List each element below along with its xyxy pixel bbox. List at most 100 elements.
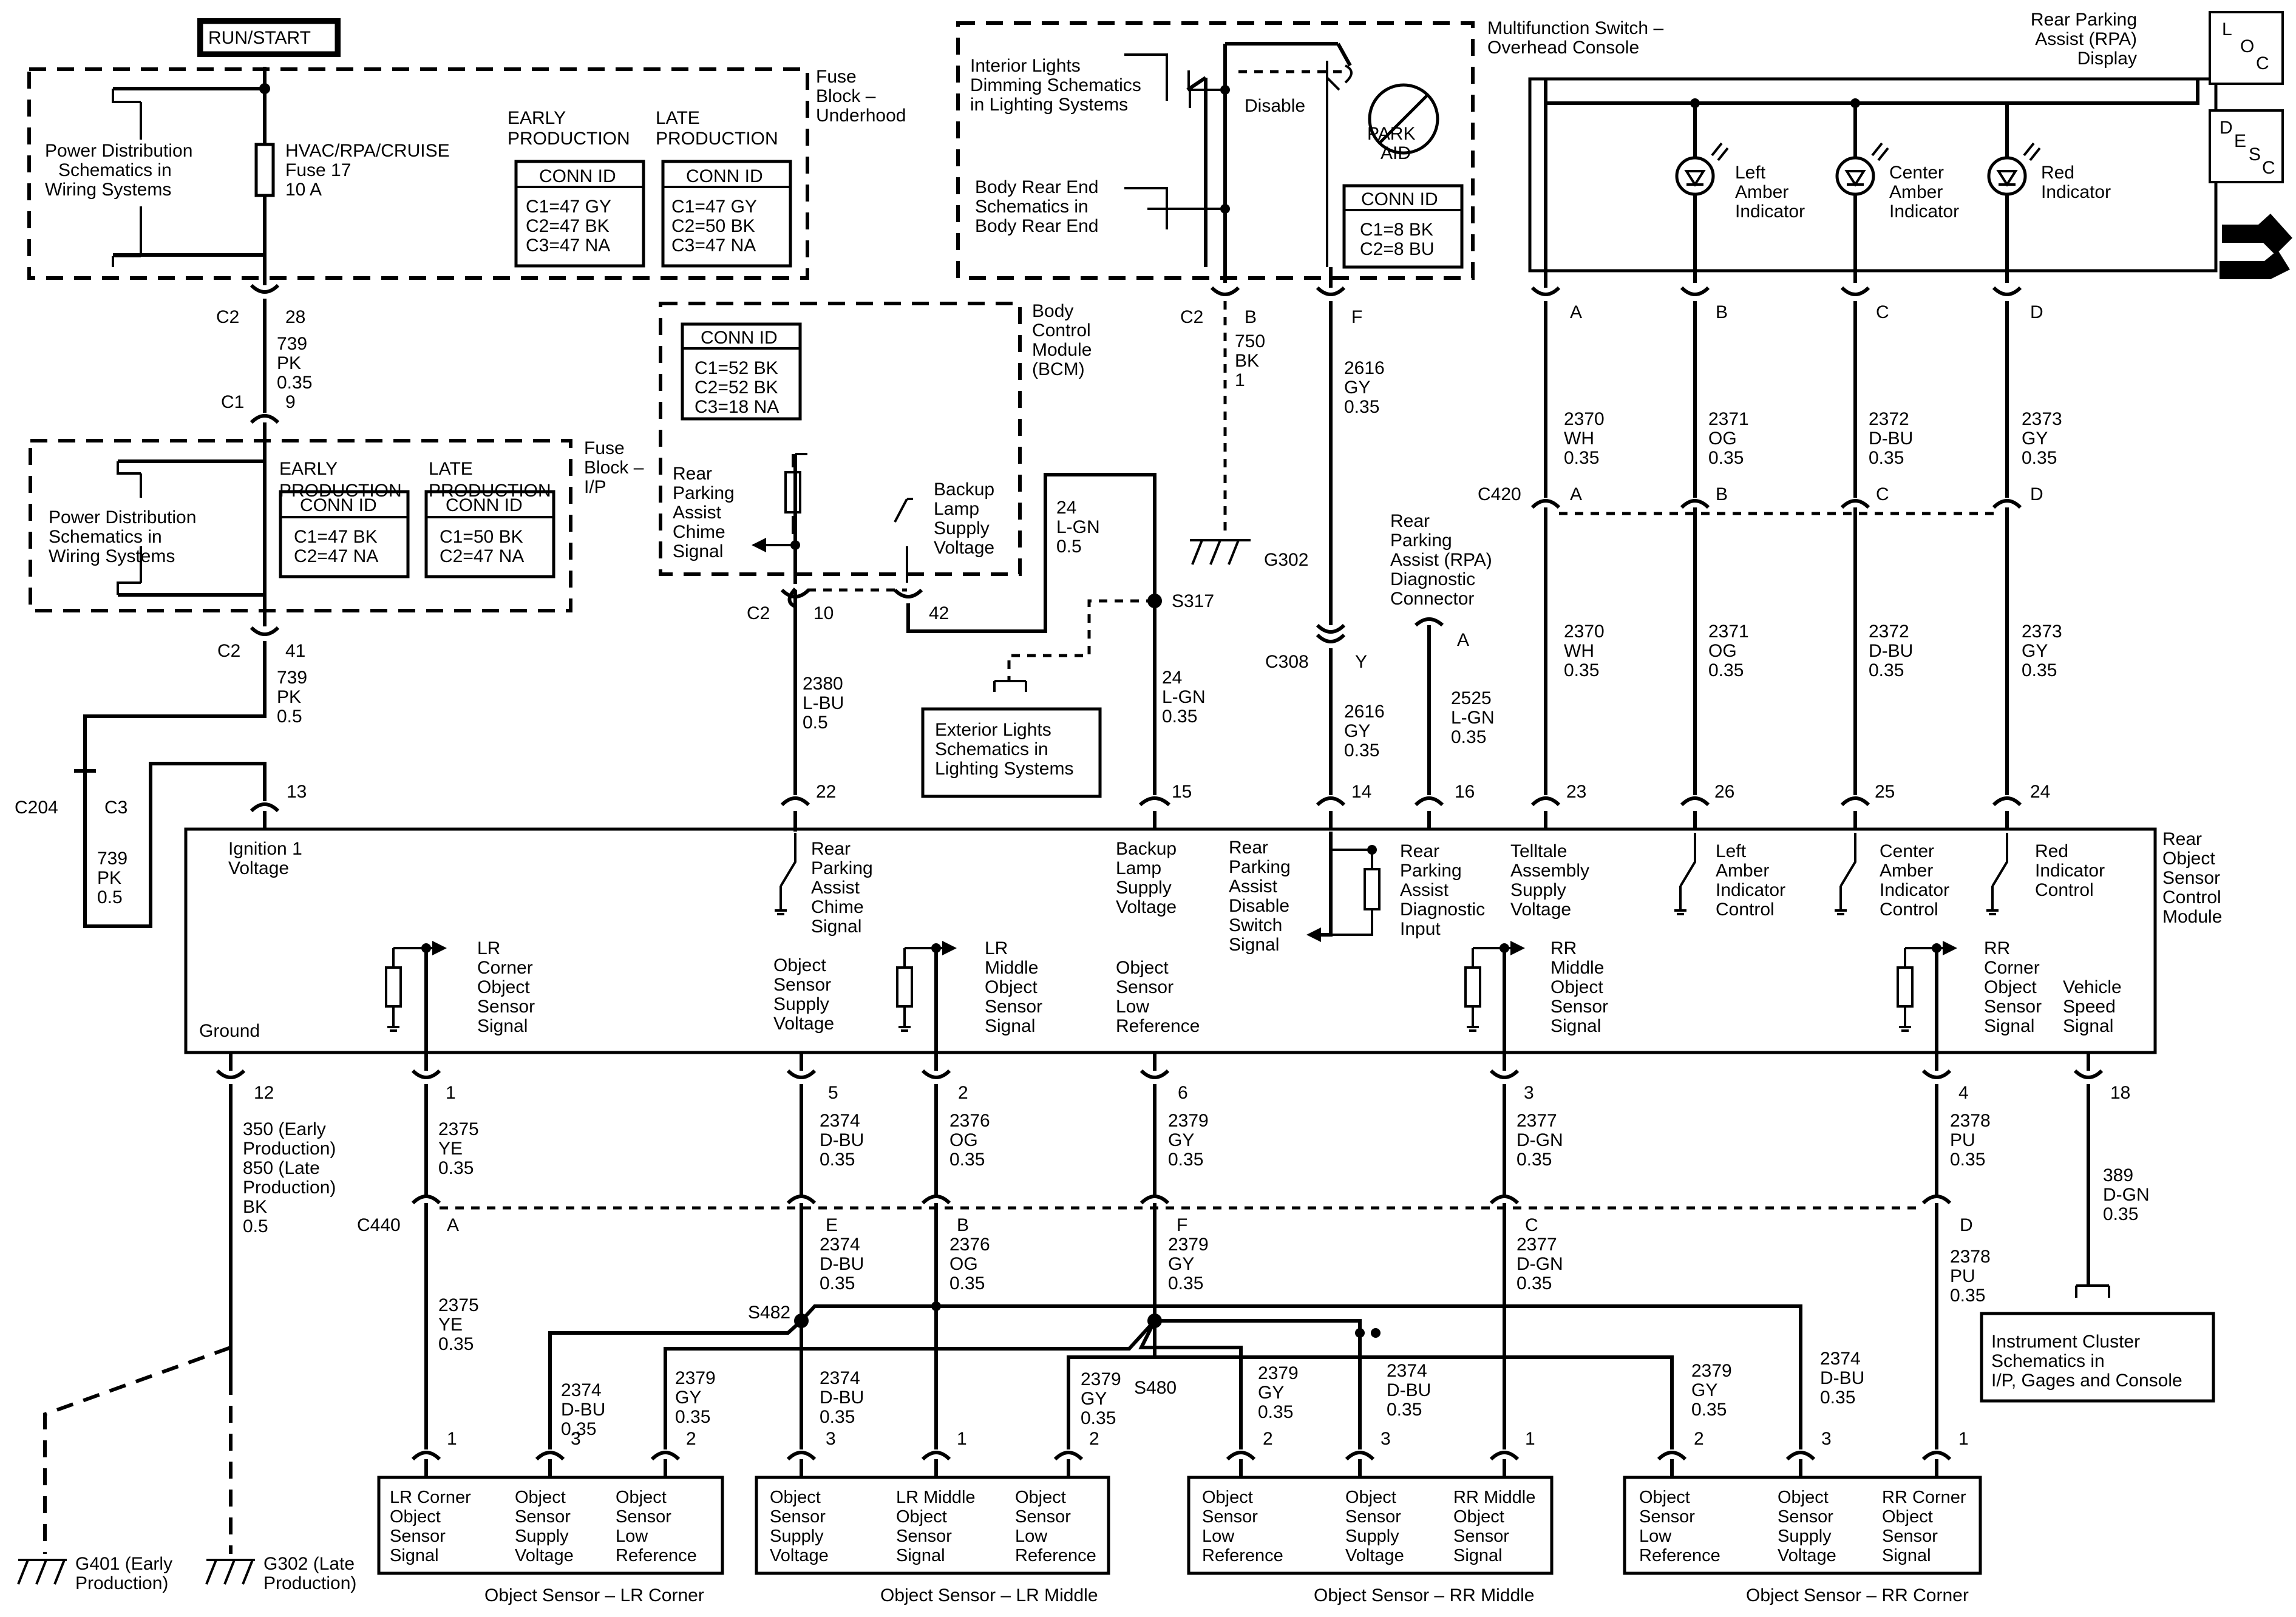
svg-text:Object: Object — [1345, 1488, 1396, 1507]
svg-text:Control: Control — [2162, 887, 2221, 907]
svg-text:Indicator: Indicator — [1716, 880, 1785, 900]
svg-text:3: 3 — [571, 1429, 581, 1449]
svg-text:RR Corner: RR Corner — [1882, 1488, 1966, 1507]
multifunction-switch-title: Multifunction Switch – — [1487, 18, 1663, 38]
svg-text:Diagnostic: Diagnostic — [1390, 569, 1475, 589]
svg-text:Object: Object — [616, 1488, 667, 1507]
svg-text:16: 16 — [1455, 782, 1475, 802]
svg-text:D: D — [2220, 118, 2233, 138]
svg-text:0.35: 0.35 — [1387, 1400, 1422, 1420]
svg-text:Assist: Assist — [811, 878, 860, 898]
fuse-block-ip-outline — [29, 439, 572, 612]
bcm-backup-lamp-label: Backup Lamp Supply Voltage — [934, 480, 994, 558]
backup-lamp-voltage-label: Backup Lamp Supply Voltage — [1116, 839, 1177, 917]
svg-text:Parking: Parking — [811, 858, 873, 878]
svg-text:0.35: 0.35 — [1708, 660, 1744, 680]
svg-text:C: C — [2256, 53, 2269, 73]
svg-text:Sensor: Sensor — [1550, 997, 1608, 1017]
svg-text:25: 25 — [1875, 782, 1895, 802]
svg-text:Parking: Parking — [1390, 531, 1452, 551]
svg-text:PRODUCTION: PRODUCTION — [279, 481, 402, 501]
svg-text:Schematics in: Schematics in — [49, 527, 162, 547]
svg-text:Supply: Supply — [773, 994, 829, 1014]
svg-text:Lamp: Lamp — [1116, 858, 1161, 878]
svg-text:in Lighting Systems: in Lighting Systems — [970, 95, 1128, 115]
svg-text:G401 (Early: G401 (Early — [75, 1554, 172, 1574]
svg-text:C2=47 NA: C2=47 NA — [294, 546, 378, 566]
sensor-rr-corner-labels: Object Sensor Low Reference Object Senso… — [1639, 1488, 1966, 1565]
svg-text:Object: Object — [1453, 1507, 1504, 1527]
s317-label: S317 — [1172, 591, 1214, 611]
svg-text:1: 1 — [957, 1429, 967, 1449]
svg-text:C2=47 NA: C2=47 NA — [440, 546, 524, 566]
svg-text:B: B — [1245, 307, 1257, 327]
svg-text:Underhood: Underhood — [816, 106, 906, 126]
svg-text:B: B — [957, 1215, 969, 1235]
sensor-rr-middle-title: Object Sensor – RR Middle — [1314, 1585, 1535, 1605]
svg-text:Corner: Corner — [477, 958, 533, 978]
svg-text:Object: Object — [1639, 1488, 1690, 1507]
svg-text:0.35: 0.35 — [1451, 727, 1486, 747]
fuse-block-ip-title: Fuse Block – I/P — [584, 438, 644, 497]
svg-text:Module: Module — [1032, 340, 1092, 360]
svg-text:L: L — [2222, 19, 2232, 39]
early-production-label-2: PRODUCTION — [508, 129, 630, 149]
svg-text:C2=50 BK: C2=50 BK — [671, 216, 755, 236]
svg-text:2378: 2378 — [1950, 1111, 1991, 1131]
svg-text:15: 15 — [1172, 782, 1192, 802]
svg-text:2379: 2379 — [1168, 1111, 1209, 1131]
lr-middle-signal-label: LR Middle Object Sensor Signal — [985, 938, 1042, 1036]
svg-text:CONN ID: CONN ID — [446, 495, 523, 515]
svg-text:CONN ID: CONN ID — [539, 166, 616, 186]
svg-text:Rear: Rear — [1400, 841, 1439, 861]
svg-text:0.35: 0.35 — [1820, 1388, 1855, 1408]
ip-late-conn-id-table: CONN ID C1=50 BK C2=47 NA — [440, 495, 524, 566]
svg-text:18: 18 — [2110, 1083, 2130, 1103]
svg-text:YE: YE — [438, 1315, 463, 1335]
late-conn-id-table: CONN ID C1=47 GY C2=50 BK C3=47 NA — [671, 166, 763, 256]
svg-text:Control: Control — [2035, 880, 2094, 900]
svg-text:Signal: Signal — [673, 541, 723, 561]
svg-text:Assist: Assist — [673, 503, 722, 523]
svg-text:LR: LR — [985, 938, 1008, 958]
svg-text:Low: Low — [1015, 1527, 1048, 1546]
location-icon[interactable]: L O C — [2222, 19, 2269, 73]
svg-text:C2: C2 — [217, 641, 240, 661]
svg-text:E: E — [826, 1215, 838, 1235]
svg-text:Signal: Signal — [896, 1546, 945, 1565]
svg-text:Sensor: Sensor — [1453, 1527, 1509, 1546]
svg-text:Sensor: Sensor — [1116, 977, 1173, 997]
svg-text:C2: C2 — [1180, 307, 1203, 327]
svg-text:0.35: 0.35 — [2103, 1204, 2138, 1224]
svg-text:2374: 2374 — [820, 1111, 860, 1131]
svg-text:Production): Production) — [263, 1573, 356, 1593]
svg-text:GY: GY — [675, 1388, 701, 1408]
svg-text:PK: PK — [277, 353, 301, 373]
svg-text:Lamp: Lamp — [934, 499, 979, 519]
svg-text:A: A — [1570, 302, 1582, 322]
red-indicator-label: Red Indicator — [2041, 163, 2111, 202]
svg-text:GY: GY — [2022, 429, 2048, 449]
svg-text:Assist (RPA): Assist (RPA) — [1390, 550, 1492, 570]
left-amber-control-label: Left Amber Indicator Control — [1716, 841, 1785, 920]
svg-text:PU: PU — [1950, 1266, 1975, 1286]
svg-text:Supply: Supply — [515, 1527, 569, 1546]
sensor-rr-corner-title: Object Sensor – RR Corner — [1746, 1585, 1969, 1605]
fuse-block-underhood-title: Fuse Block – Underhood — [816, 67, 906, 126]
g302-label: G302 — [1264, 550, 1308, 570]
svg-text:0.35: 0.35 — [1869, 448, 1904, 468]
svg-text:2374: 2374 — [1820, 1349, 1861, 1369]
svg-text:OG: OG — [1708, 641, 1737, 661]
svg-text:Object: Object — [1116, 958, 1169, 978]
svg-text:GY: GY — [1691, 1380, 1717, 1400]
svg-text:D-BU: D-BU — [1869, 429, 1913, 449]
svg-text:750: 750 — [1235, 331, 1265, 351]
connector-views-icon[interactable] — [2216, 209, 2295, 284]
description-icon[interactable]: D E S C — [2220, 118, 2275, 178]
svg-text:C2: C2 — [747, 603, 770, 623]
svg-text:Low: Low — [1639, 1527, 1672, 1546]
